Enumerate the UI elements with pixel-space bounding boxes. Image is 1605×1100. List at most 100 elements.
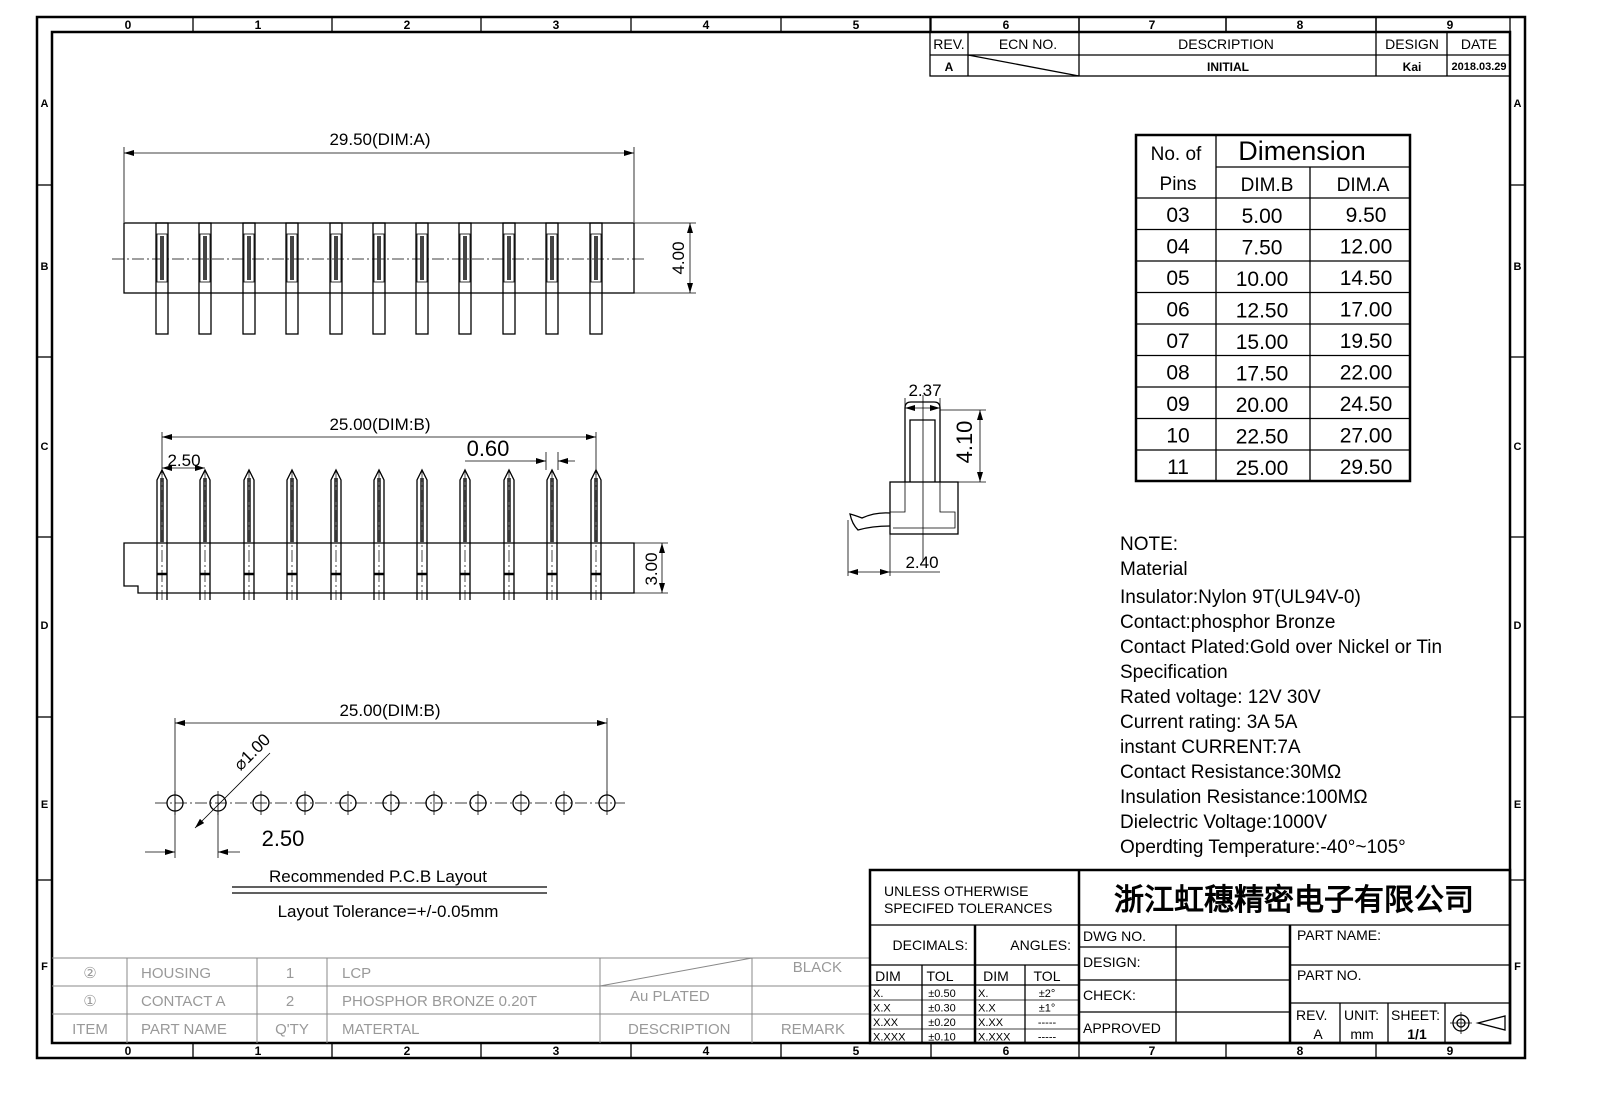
note-line: Specification [1120,662,1228,683]
zone-row-label: D [1514,620,1522,632]
pins-cell: 04 [1166,236,1190,259]
zone-row-label: A [41,98,49,110]
note-line: NOTE: [1120,534,1178,555]
dim-a-cell: 17.00 [1340,299,1393,322]
pins-cell: 11 [1167,456,1189,479]
note-line: Operdting Temperature:-40°~105° [1120,837,1406,858]
pin [286,468,298,600]
rev-value: A [945,60,954,74]
zone-row-label: A [1514,98,1522,110]
note-line: Insulator:Nylon 9T(UL94V-0) [1120,587,1361,608]
pcb-layout: 25.00(DIM:B) ⌀1.00 2.50 Recommended P.C.… [145,701,625,921]
pcb-hole [252,791,270,815]
tolerance-value-cell: ±0.20 [928,1017,955,1029]
tolerance-line1: UNLESS OTHERWISE [884,883,1028,899]
pitch-label: 2.50 [262,826,305,851]
tolerance-value-cell: ----- [1038,1032,1057,1044]
zone-row-label: B [1514,261,1522,273]
ecn-header: ECN NO. [999,36,1057,52]
bom-header: MATERTAL [342,1021,420,1038]
zone-row-label: B [41,261,49,273]
pin [285,222,299,335]
note-line: Contact:phosphor Bronze [1120,612,1335,633]
pitch-label: 2.50 [167,451,200,470]
pins-cell: 05 [1166,267,1189,290]
approved-label: APPROVED [1083,1020,1161,1036]
note-line: Insulation Resistance:100MΩ [1120,787,1368,808]
dim-b-label: 25.00(DIM:B) [329,415,430,434]
pin [459,468,471,600]
tolerance-value-cell: ±2° [1039,988,1056,1000]
bom-part-cell: HOUSING [141,965,211,982]
dim-a-cell: 27.00 [1340,425,1393,448]
pin [373,468,385,600]
angles-label: ANGLES: [1010,937,1071,953]
bom-remark-cell: BLACK [793,959,842,976]
bom-qty-cell: 2 [286,993,294,1010]
pin [243,468,255,600]
bom-header: REMARK [781,1021,845,1038]
width-bottom-label: 2.40 [905,553,938,572]
dim-a-cell: 14.50 [1340,267,1393,290]
pin [546,468,558,600]
note-line: instant CURRENT:7A [1120,737,1301,758]
tolerance-dim-cell: X.XXX [873,1032,906,1044]
dim-b-cell: 10.00 [1236,268,1289,291]
zone-column-label: 0 [125,1044,132,1058]
pin [589,222,603,335]
dim-a-cell: 19.50 [1340,330,1393,353]
dimension-table-row: 05 10.00 14.50 [1166,267,1392,291]
decimals-tol-header: TOL [927,968,954,984]
pin [545,222,559,335]
dim-a-cell: 12.00 [1340,236,1393,259]
zone-column-label: 6 [1003,18,1010,32]
dimension-header: Dimension [1238,136,1366,166]
bom-material-cell: LCP [342,965,371,982]
sheet-label: SHEET: [1391,1007,1440,1023]
zone-column-label: 1 [255,1044,262,1058]
projection-symbol-icon [1450,1012,1506,1034]
date-value: 2018.03.29 [1451,61,1506,73]
pin [458,222,472,335]
unit-label: UNIT: [1344,1007,1379,1023]
pins-cell: 06 [1166,299,1189,322]
dim-b-cell: 15.00 [1236,331,1289,354]
pin [503,468,515,600]
bom-material-cell: PHOSPHOR BRONZE 0.20T [342,993,537,1010]
tolerance-dim-cell: X. [978,988,988,1000]
decimals-dim-header: DIM [875,968,901,984]
dim-b-header: DIM.B [1241,175,1294,196]
zone-row-label: E [41,799,48,811]
pins-header-line2: Pins [1160,174,1197,195]
tolerance-dim-cell: X. [873,988,883,1000]
zone-column-label: 2 [404,1044,411,1058]
zone-row-label: C [1514,441,1522,453]
zone-column-label: 3 [553,18,560,32]
tolerance-line2: SPECIFED TOLERANCES [884,900,1052,916]
layout-tolerance: Layout Tolerance=+/-0.05mm [278,902,499,921]
note-line: Rated voltage: 12V 30V [1120,687,1321,708]
design-label: DESIGN: [1083,954,1141,970]
design-header: DESIGN [1385,36,1439,52]
front-view: 25.00(DIM:B) 2.50 0.60 3.00 [123,415,668,600]
pcb-hole [425,791,443,815]
zone-column-label: 5 [853,18,860,32]
dim-b-cell: 5.00 [1242,205,1283,228]
decimals-label: DECIMALS: [893,937,968,953]
tolerance-value-cell: ----- [1038,1017,1057,1029]
description-value: INITIAL [1207,60,1249,74]
note-line: Material [1120,559,1188,580]
check-label: CHECK: [1083,987,1136,1003]
zone-column-label: 6 [1003,1044,1010,1058]
zone-column-label: 8 [1297,18,1304,32]
note-line: Contact Resistance:30MΩ [1120,762,1341,783]
dim-a-header: DIM.A [1337,175,1390,196]
